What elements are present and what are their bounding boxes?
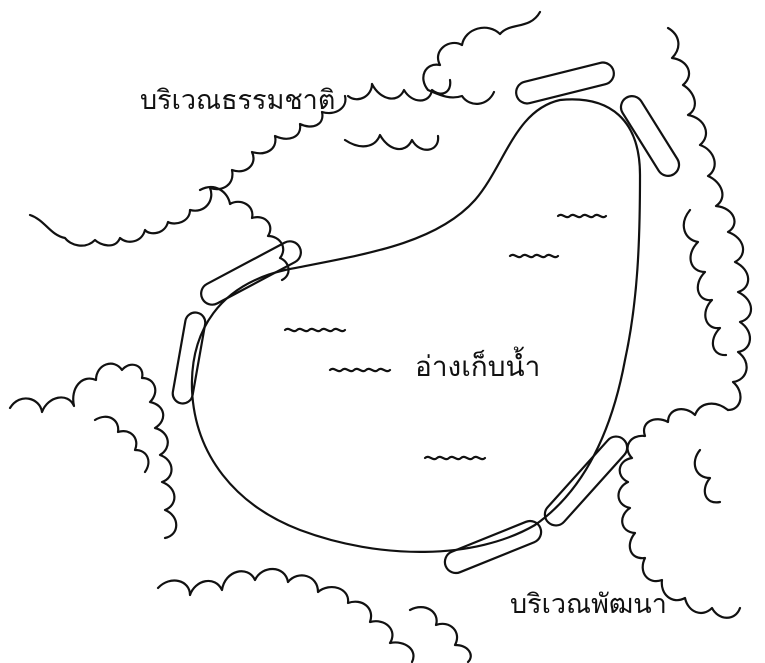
tree-canopy-lower-right [618,404,740,618]
walkway-left [171,311,207,405]
tree-canopy-top-left [30,96,345,246]
water-ripple-5 [425,457,485,459]
tree-canopy-mid-left [345,80,450,150]
development-area-label: บริเวณพัฒนา [510,589,667,620]
walkway-top-right [617,92,683,180]
tree-canopy-right-inner [684,210,726,355]
natural-area-label: บริเวณธรรมชาติ [140,85,336,116]
tree-canopy-bottom-right-inner [695,450,720,502]
tree-canopy-left-inner [95,417,148,472]
water-ripple-3 [285,329,345,331]
walkway-left-upper [197,237,304,308]
tree-canopy-bottom-inner [410,607,471,662]
tree-canopy-left [10,364,176,538]
water-ripple-1 [558,215,606,217]
tree-canopy-right [668,28,751,410]
reservoir-label: อ่างเก็บน้ำ [415,350,541,383]
reservoir-outline [192,99,640,552]
walkway-bottom-right-1 [540,432,631,530]
water-ripple-4 [330,369,390,371]
tree-canopy-inner-left [200,187,289,280]
walkway-bottom-right-2 [442,518,545,577]
walkway-top [514,60,616,106]
tree-canopy-top-right [423,12,540,104]
water-ripple-2 [510,255,558,257]
tree-canopy-bottom [158,569,413,662]
